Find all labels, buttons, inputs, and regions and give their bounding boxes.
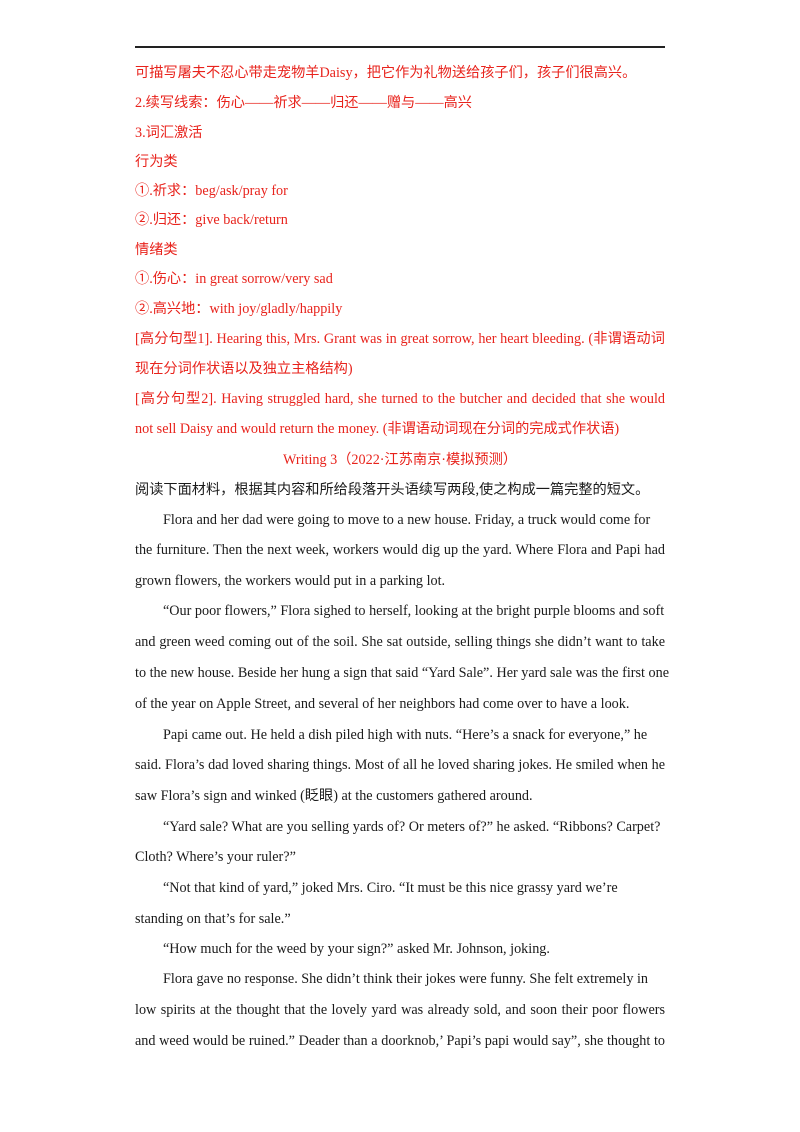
story-line: “Not that kind of yard,” joked Mrs. Ciro… <box>163 880 618 896</box>
story-line: saw Flora’s sign and winked (眨眼) at the … <box>135 788 533 804</box>
story-line: Flora and her dad were going to move to … <box>163 512 651 528</box>
story-line: standing on that’s for sale.” <box>135 911 291 927</box>
note-line: [高分句型2]. Having struggled hard, she turn… <box>135 391 665 407</box>
story-line: to the new house. Beside her hung a sign… <box>135 665 669 681</box>
story-line: “How much for the weed by your sign?” as… <box>163 941 550 957</box>
story-line: low spirits at the thought that the love… <box>135 1002 665 1018</box>
note-line: ②.高兴地：with joy/gladly/happily <box>135 301 343 317</box>
note-line: 现在分词作状语以及独立主格结构) <box>135 361 353 377</box>
section-instruction: 阅读下面材料，根据其内容和所给段落开头语续写两段,使之构成一篇完整的短文。 <box>135 482 650 498</box>
note-line: [高分句型1]. Hearing this, Mrs. Grant was in… <box>135 331 665 347</box>
story-line: “Yard sale? What are you selling yards o… <box>163 819 661 835</box>
note-line: ②.归还：give back/return <box>135 212 288 228</box>
note-line: 情绪类 <box>135 242 178 258</box>
story-line: said. Flora’s dad loved sharing things. … <box>135 757 665 773</box>
story-line: Flora gave no response. She didn’t think… <box>163 971 649 987</box>
note-line: 可描写屠夫不忍心带走宠物羊Daisy，把它作为礼物送给孩子们，孩子们很高兴。 <box>135 65 637 81</box>
story-line: of the year on Apple Street, and several… <box>135 696 630 712</box>
story-line: Cloth? Where’s your ruler?” <box>135 849 296 865</box>
story-line: Papi came out. He held a dish piled high… <box>163 727 648 743</box>
note-line: 3.词汇激活 <box>135 125 203 141</box>
note-line: ①.伤心：in great sorrow/very sad <box>135 271 333 287</box>
story-line: and weed would be ruined.” Deader than a… <box>135 1033 665 1049</box>
note-line: 行为类 <box>135 154 178 170</box>
header-rule <box>135 46 665 48</box>
note-line: not sell Daisy and would return the mone… <box>135 421 620 437</box>
story-line: and green weed coming out of the soil. S… <box>135 634 665 650</box>
section-title: Writing 3（2022·江苏南京·模拟预测） <box>283 452 517 468</box>
story-line: “Our poor flowers,” Flora sighed to hers… <box>163 603 665 619</box>
note-line: ①.祈求：beg/ask/pray for <box>135 183 288 199</box>
note-line: 2.续写线索：伤心——祈求——归还——赠与——高兴 <box>135 95 472 111</box>
story-line: grown flowers, the workers would put in … <box>135 573 446 589</box>
story-line: the furniture. Then the next week, worke… <box>135 542 665 558</box>
